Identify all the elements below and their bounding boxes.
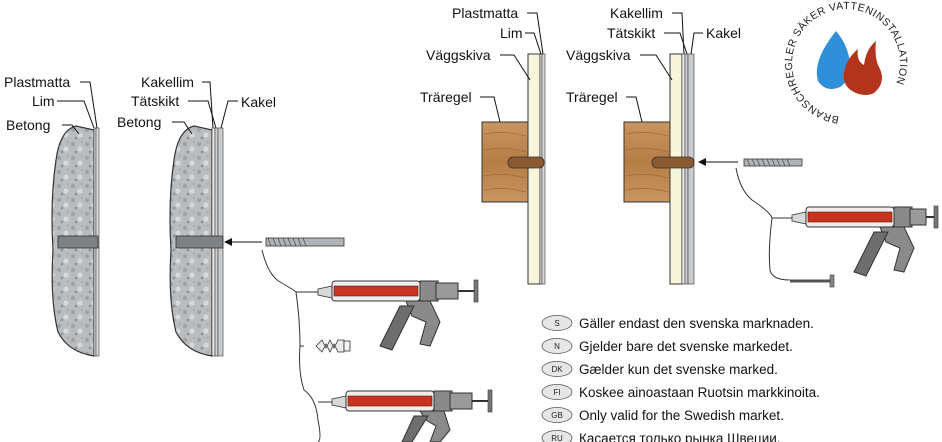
nail: [790, 274, 835, 288]
water-drop-icon: [816, 31, 851, 89]
leader-plastmatta: [527, 12, 544, 55]
diagram-stud-simple: Plastmatta Lim Väggskiva Träregel: [420, 5, 546, 285]
label-kakel: Kakel: [241, 94, 276, 110]
label-plastmatta: Plastmatta: [4, 74, 70, 90]
note-row: N Gjelder bare det svenske markedet.: [541, 338, 793, 354]
label-lim: Lim: [500, 25, 523, 41]
leader-vaggskiva: [500, 54, 531, 81]
drill-hole: [507, 156, 545, 169]
membrane-layer: [684, 53, 689, 285]
note-text: Gjelder bare det svenske markedet.: [579, 339, 793, 354]
leader-betong: [172, 121, 193, 135]
leader-lim: [525, 32, 542, 55]
leader-kakel: [220, 100, 238, 129]
label-kakellim: Kakellim: [610, 5, 663, 21]
note-badge: GB: [551, 411, 563, 420]
wall-board: [669, 53, 683, 285]
market-notes: S Gäller endast den svenska marknaden. N…: [541, 315, 820, 442]
diagram-stud-tiled: Kakellim Tätskikt Kakel Väggskiva Träreg…: [566, 5, 939, 288]
note-text: Gäller endast den svenska marknaden.: [579, 316, 814, 331]
label-traregel: Träregel: [566, 89, 618, 105]
leader-tatskikt: [664, 32, 688, 55]
label-vaggskiva: Väggskiva: [426, 47, 491, 63]
note-row: S Gäller endast den svenska marknaden.: [541, 315, 814, 331]
label-betong: Betong: [6, 117, 50, 133]
insert-arrowhead: [224, 238, 232, 246]
sakervatten-logo: BRANSCHREGLER SÄKER VATTENINSTALLATION: [783, 0, 909, 126]
tile-adhesive-layer: [681, 53, 686, 285]
note-badge: S: [554, 319, 559, 328]
note-text: Only valid for the Swedish market.: [579, 408, 784, 423]
diagram-concrete-tiled: Kakellim Tätskikt Betong Kakel: [117, 74, 493, 442]
wall-board: [527, 53, 541, 285]
label-tatskikt: Tätskikt: [607, 25, 655, 41]
diagram-concrete-simple: Plastmatta Lim Betong: [4, 74, 100, 357]
note-text: Koskee ainoastaan Ruotsin markkinoita.: [579, 385, 820, 400]
process-line: [735, 167, 791, 281]
note-badge: N: [554, 342, 560, 351]
note-badge: DK: [551, 365, 563, 374]
drill-hole: [175, 235, 224, 249]
note-row: GB Only valid for the Swedish market.: [541, 407, 784, 423]
note-row: FI Koskee ainoastaan Ruotsin markkinoita…: [541, 384, 820, 400]
leader-tatskikt: [188, 100, 217, 129]
leader-traregel: [626, 96, 643, 123]
note-text: Gælder kun det svenske marked.: [579, 362, 778, 377]
leader-kakellim: [202, 81, 214, 129]
threaded-rod: [265, 237, 345, 247]
label-kakellim: Kakellim: [141, 74, 194, 90]
label-vaggskiva: Väggskiva: [566, 47, 631, 63]
drill-hole: [57, 235, 99, 249]
leader-vaggskiva: [640, 54, 673, 81]
flame-icon: [843, 41, 882, 95]
plastic-mat-layer: [541, 53, 546, 285]
adhesive-gun: [318, 389, 493, 442]
note-badge: RU: [551, 434, 563, 442]
note-text: Касается только рынка Швеции.: [579, 431, 781, 442]
adhesive-gun: [784, 205, 939, 277]
label-traregel: Träregel: [420, 89, 472, 105]
leader-kakellim: [672, 12, 685, 55]
label-betong: Betong: [117, 114, 161, 130]
note-badge: FI: [553, 388, 560, 397]
leader-traregel: [480, 96, 501, 123]
tile-layer: [687, 53, 695, 285]
drill-hole: [651, 156, 695, 169]
leader-kakel: [690, 32, 703, 55]
insert-arrowhead: [698, 158, 706, 166]
process-line: [261, 249, 321, 442]
wall-plug: [315, 339, 351, 353]
adhesive-gun: [300, 279, 479, 351]
label-tatskikt: Tätskikt: [131, 93, 179, 109]
label-kakel: Kakel: [706, 25, 741, 41]
screw: [743, 158, 803, 167]
label-lim: Lim: [32, 93, 55, 109]
leader-lim: [57, 100, 95, 129]
leader-plastmatta: [80, 81, 98, 129]
leader-betong: [62, 124, 80, 135]
note-row: RU Касается только рынка Швеции.: [541, 430, 781, 442]
note-row: DK Gælder kun det svenske marked.: [541, 361, 778, 377]
label-plastmatta: Plastmatta: [452, 5, 518, 21]
